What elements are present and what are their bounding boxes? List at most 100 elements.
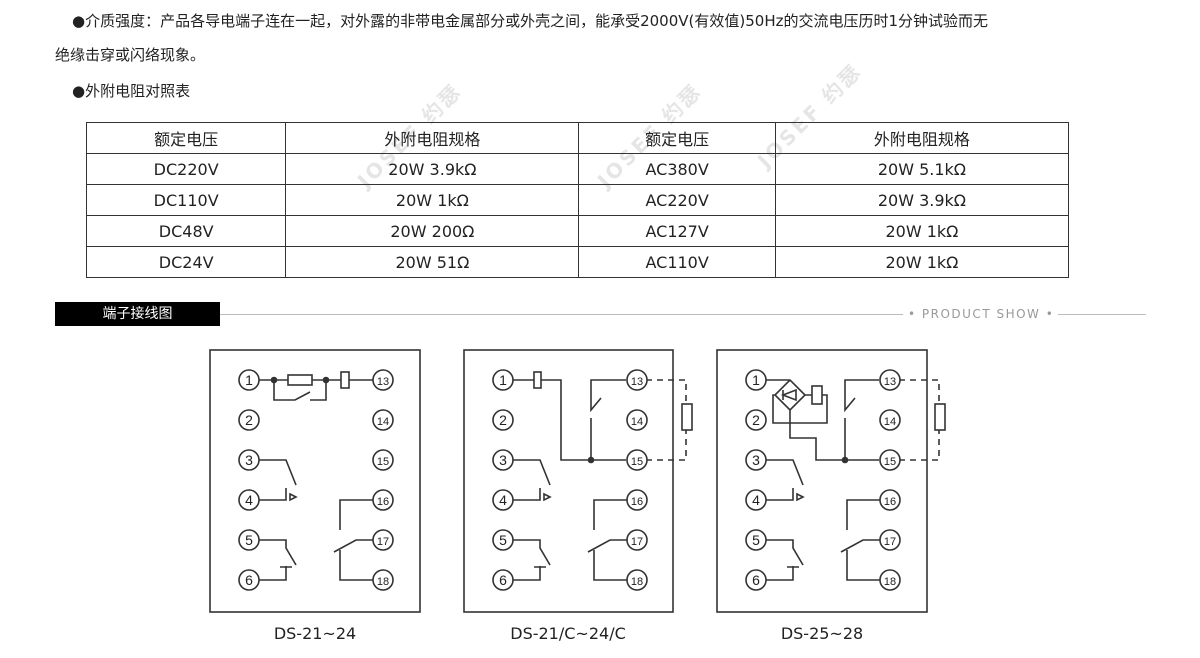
terminal-circle [745,449,767,471]
terminal-circle [879,369,901,391]
terminal-label: 5 [245,532,253,548]
terminal-circle [626,529,648,551]
terminal-circle [238,489,260,511]
terminal-label: 1 [245,372,253,388]
cell: 20W 51Ω [285,246,580,278]
diagram-caption: DS-21/C~24/C [510,624,626,643]
header-cell: 额定电压 [85,122,287,154]
terminal-circle [372,409,394,431]
terminal-circle [879,449,901,471]
terminal-circle [626,569,648,591]
terminal-circle [745,569,767,591]
terminal-circle [372,369,394,391]
terminal-circle [626,489,648,511]
diagram-ds-21-24 [209,349,421,613]
terminal-label: 4 [499,492,507,508]
terminal-label: 18 [884,576,896,588]
terminal-label: 14 [884,416,896,428]
terminal-label: 3 [499,452,507,468]
terminal-circle [745,369,767,391]
terminal-label: 17 [884,536,896,548]
terminal-label: 16 [884,496,896,508]
cell: 20W 3.9kΩ [285,153,580,185]
terminal-label: 2 [752,412,760,428]
terminal-circle [238,529,260,551]
terminal-label: 14 [377,416,389,428]
terminal-label: 1 [499,372,507,388]
terminal-label: 2 [499,412,507,428]
divider [220,314,903,315]
terminal-label: 3 [245,452,253,468]
terminal-label: 13 [631,376,643,388]
terminal-circle [492,409,514,431]
terminal-label: 6 [752,572,760,588]
terminal-label: 6 [245,572,253,588]
terminal-circle [626,369,648,391]
terminal-circle [372,529,394,551]
table-header-row: 额定电压 外附电阻规格 额定电压 外附电阻规格 [85,122,1070,154]
terminal-label: 5 [499,532,507,548]
dielectric-strength-text-cont: 绝缘击穿或闪络现象。 [55,46,206,64]
terminal-circle [745,489,767,511]
cell: DC48V [85,215,287,247]
terminal-circle [492,489,514,511]
section-title: 端子接线图 [55,302,220,326]
terminal-circle [238,369,260,391]
cell: DC220V [85,153,287,185]
terminal-circle [372,449,394,471]
terminal-label: 5 [752,532,760,548]
terminal-label: 13 [377,376,389,388]
terminal-label: 16 [631,496,643,508]
cell: AC220V [578,184,776,216]
terminal-label: 2 [245,412,253,428]
terminal-label: 4 [752,492,760,508]
terminal-circle [238,449,260,471]
terminal-label: 16 [377,496,389,508]
terminal-label: 4 [245,492,253,508]
diagram-caption: DS-25~28 [780,624,864,643]
terminal-circle [492,369,514,391]
header-cell: 额定电压 [578,122,776,154]
terminal-label: 3 [752,452,760,468]
terminal-circle [879,529,901,551]
terminal-label: 6 [499,572,507,588]
resistor-table-heading: ●外附电阻对照表 [72,82,191,100]
terminal-circle [879,489,901,511]
contact-wiring [259,459,373,581]
terminal-circle [492,449,514,471]
diagram-caption: DS-21~24 [273,624,357,643]
cell: DC110V [85,184,287,216]
header-cell: 外附电阻规格 [774,122,1070,154]
terminal-label: 15 [631,456,643,468]
terminal-label: 17 [377,536,389,548]
header-cell: 外附电阻规格 [285,122,580,154]
dielectric-strength-text: ●介质强度：产品各导电端子连在一起，对外露的非带电金属部分或外壳之间，能承受20… [72,12,989,30]
terminal-label: 15 [377,456,389,468]
divider [1058,314,1146,315]
cell: AC127V [578,215,776,247]
terminal-circle [492,569,514,591]
terminal-label: 17 [631,536,643,548]
terminal-label: 13 [884,376,896,388]
terminal-circle [372,489,394,511]
diagram-ds-21c-24c [463,349,693,613]
terminal-label: 18 [631,576,643,588]
cell: 20W 3.9kΩ [774,184,1070,216]
terminal-circle [745,409,767,431]
terminal-circle [372,569,394,591]
terminal-circle [879,409,901,431]
terminal-circle [492,529,514,551]
terminal-circle [626,449,648,471]
terminal-label: 1 [752,372,760,388]
terminal-circle [745,529,767,551]
diagram-ds-25-28 [716,349,946,613]
terminal-label: 14 [631,416,643,428]
cell: AC110V [578,246,776,278]
terminal-circle [879,569,901,591]
